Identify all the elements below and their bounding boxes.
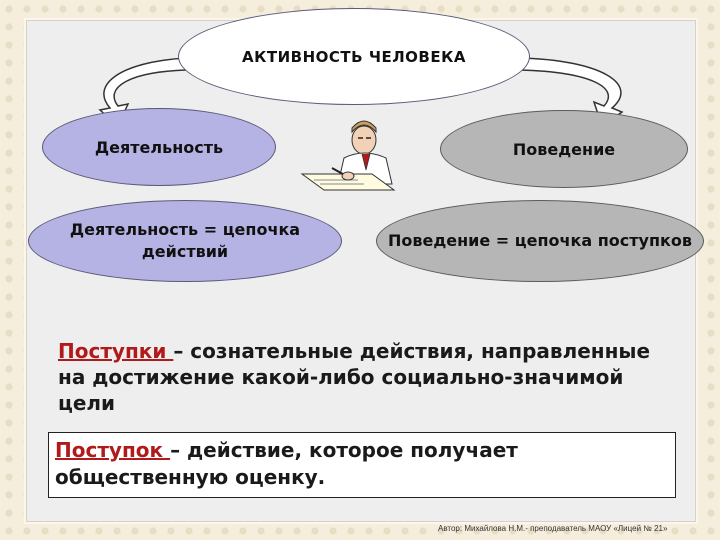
definition-action-term: Поступок [55, 438, 171, 462]
behavior-chain-label: Поведение = цепочка поступков [387, 231, 693, 250]
root-label: АКТИВНОСТЬ ЧЕЛОВЕКА [242, 47, 466, 66]
behavior-chain-node: Поведение = цепочка поступков [376, 200, 704, 282]
behavior-label: Поведение [512, 139, 616, 159]
definition-actions-term: Поступки [58, 339, 174, 363]
definition-actions: Поступки – сознательные действия, направ… [58, 338, 678, 416]
behavior-node: Поведение [440, 110, 688, 188]
definition-actions-text: – сознательные действия, направленные на… [58, 339, 651, 415]
author-credit: Автор: Михайлова Н.М.- преподаватель МАО… [438, 524, 668, 533]
activity-chain-node: Деятельность = цепочка действий [28, 200, 342, 282]
definition-action-text: – действие, которое получает общественну… [55, 438, 518, 489]
writing-man-icon [300, 120, 396, 191]
activity-label: Деятельность [94, 137, 224, 157]
root-node: АКТИВНОСТЬ ЧЕЛОВЕКА [178, 8, 530, 105]
activity-node: Деятельность [42, 108, 276, 186]
activity-chain-label: Деятельность = цепочка действий [69, 220, 301, 261]
definition-action-box: Поступок – действие, которое получает об… [48, 432, 676, 498]
